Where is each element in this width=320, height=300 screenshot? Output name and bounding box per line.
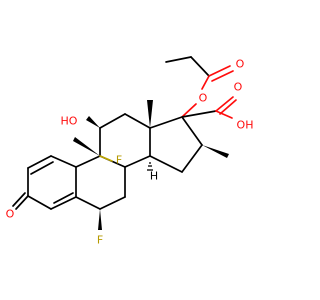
methyl-16-wedge [202, 145, 229, 158]
fluoro-6-group: F [97, 209, 103, 247]
ketone-o-label: O [6, 208, 15, 221]
propionate-ester: O O [165, 56, 245, 118]
carboxylic-acid: O OH [181, 81, 254, 132]
hydroxyl-group: HO [57, 114, 100, 128]
stereo-h-group: H [147, 162, 158, 183]
ester-o-label: O [199, 92, 208, 105]
fluoro-9-label: F [116, 154, 122, 167]
ring-c [99, 113, 151, 168]
fluoro-6-wedge [98, 209, 102, 230]
hydroxyl-wedge [86, 116, 100, 128]
fluoro-6-label: F [97, 234, 103, 247]
methyl-10-wedge [73, 137, 100, 156]
ring-a [27, 155, 77, 210]
ketone-group [12, 192, 29, 210]
hydroxyl-label: HO [61, 115, 78, 128]
methyl-13-wedge [147, 100, 153, 128]
carbonyl-o-label: O [236, 58, 245, 71]
fluoro-9-group: F [99, 154, 122, 167]
methyl-groups [73, 100, 229, 158]
acid-o-label: O [234, 81, 243, 94]
acid-oh-label: OH [237, 119, 254, 132]
ring-d [149, 116, 203, 173]
stereo-h-label: H [150, 170, 158, 183]
chemical-structure: HO F F H O O O OH O [6, 56, 254, 247]
